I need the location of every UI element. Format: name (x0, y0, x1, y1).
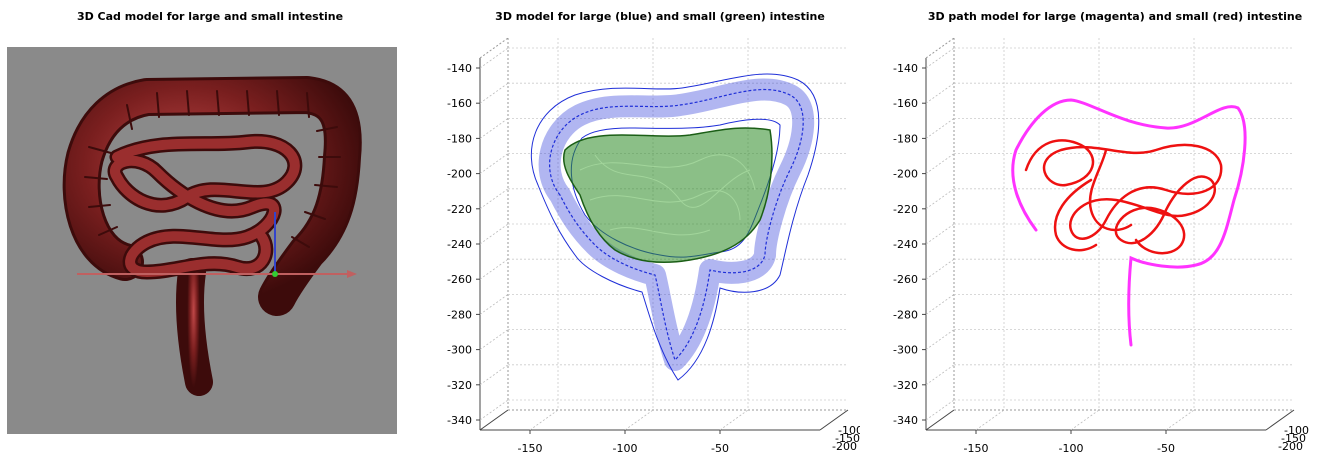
mesh-plot-panel: -140 -160 -180 -200 -220 -240 -260 -280 -300 -320… (420, 30, 863, 471)
path-y-tick-label: -140 (893, 62, 918, 75)
path-y-tick-label: -220 (893, 203, 918, 216)
path-x-tick-label: -50 (1157, 442, 1175, 455)
path-z-tick-label: -100 (1284, 424, 1309, 437)
path-y-tick-label: -340 (893, 414, 918, 427)
mesh-y-tick-label: -260 (447, 273, 472, 286)
panel-2-title: 3D model for large (blue) and small (gre… (495, 10, 825, 23)
cad-large-intestine (62, 76, 362, 316)
mesh-z-tick-label: -150 (835, 432, 860, 445)
path-y-tick-label: -240 (893, 238, 918, 251)
path-y-tick-label: -280 (893, 308, 918, 321)
cad-model-render (7, 47, 397, 434)
mesh-x-tick-label: -100 (613, 442, 638, 455)
path-y-tick-label: -260 (893, 273, 918, 286)
large-intestine-path (1011, 98, 1247, 347)
mesh-y-tick-label: -160 (447, 97, 472, 110)
path-x-tick-label: -100 (1059, 442, 1084, 455)
path-y-tick-label: -180 (893, 132, 918, 145)
mesh-y-tick-label: -240 (447, 238, 472, 251)
path-y-tick-label: -160 (893, 97, 918, 110)
mesh-y-tick-label: -320 (447, 379, 472, 392)
path-y-tick-label: -200 (893, 168, 918, 181)
mesh-y-tick-label: -300 (447, 344, 472, 357)
panel-1-title: 3D Cad model for large and small intesti… (76, 10, 344, 23)
cad-axis-gizmo (77, 212, 357, 278)
mesh-y-tick-label: -140 (447, 62, 472, 75)
mesh-y-tick-label: -280 (447, 308, 472, 321)
mesh-y-tick-label: -340 (447, 414, 472, 427)
panel-3-title: 3D path model for large (magenta) and sm… (927, 10, 1303, 23)
mesh-plot: -140 -160 -180 -200 -220 -240 -260 -280 -300 -320… (447, 37, 863, 455)
mesh-z-tick-label: -200 (832, 440, 857, 453)
path-plot: -140 -160 -180 -200 -220 -240 -260 -280 -300 -320… (893, 37, 1309, 455)
small-intestine-path (1024, 139, 1223, 255)
small-intestine-mesh (563, 127, 773, 264)
mesh-x-tick-label: -50 (711, 442, 729, 455)
cad-model-panel (7, 47, 397, 434)
mesh-z-tick-label: -100 (838, 424, 860, 437)
mesh-y-tick-label: -220 (447, 203, 472, 216)
mesh-y-tick-label: -200 (447, 168, 472, 181)
path-y-tick-label: -300 (893, 344, 918, 357)
path-plot-panel: -140 -160 -180 -200 -220 -240 -260 -280 -300 -320… (866, 30, 1318, 471)
path-y-tick-label: -320 (893, 379, 918, 392)
path-z-tick-label: -150 (1281, 432, 1306, 445)
path-x-tick-label: -150 (964, 442, 989, 455)
mesh-y-tick-label: -180 (447, 132, 472, 145)
path-z-tick-label: -200 (1278, 440, 1303, 453)
cad-small-intestine (107, 133, 303, 280)
mesh-x-tick-label: -150 (518, 442, 543, 455)
